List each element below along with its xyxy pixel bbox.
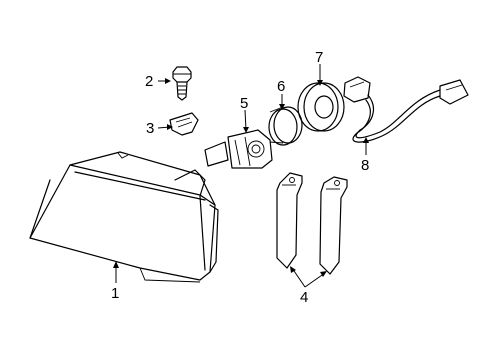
callout-1: 1 <box>111 285 119 302</box>
seal-ring <box>297 82 345 132</box>
wiring-harness <box>343 76 469 143</box>
clip <box>169 112 199 136</box>
headlamp-assembly <box>29 151 219 283</box>
callout-3: 3 <box>146 120 154 137</box>
arrowheads <box>113 78 369 277</box>
callout-4: 4 <box>300 289 308 306</box>
callout-8: 8 <box>361 157 369 174</box>
bracket-left <box>276 172 303 269</box>
bulb-retainer-ring <box>268 106 303 146</box>
callout-6: 6 <box>277 78 285 95</box>
bracket-right <box>319 176 348 275</box>
headlamp-bulb <box>204 129 273 169</box>
callout-labels: 1 2 3 4 5 6 7 8 <box>111 49 369 306</box>
callout-2: 2 <box>145 73 153 90</box>
bolt <box>172 66 192 101</box>
callout-7: 7 <box>315 49 323 66</box>
callout-5: 5 <box>240 95 248 112</box>
